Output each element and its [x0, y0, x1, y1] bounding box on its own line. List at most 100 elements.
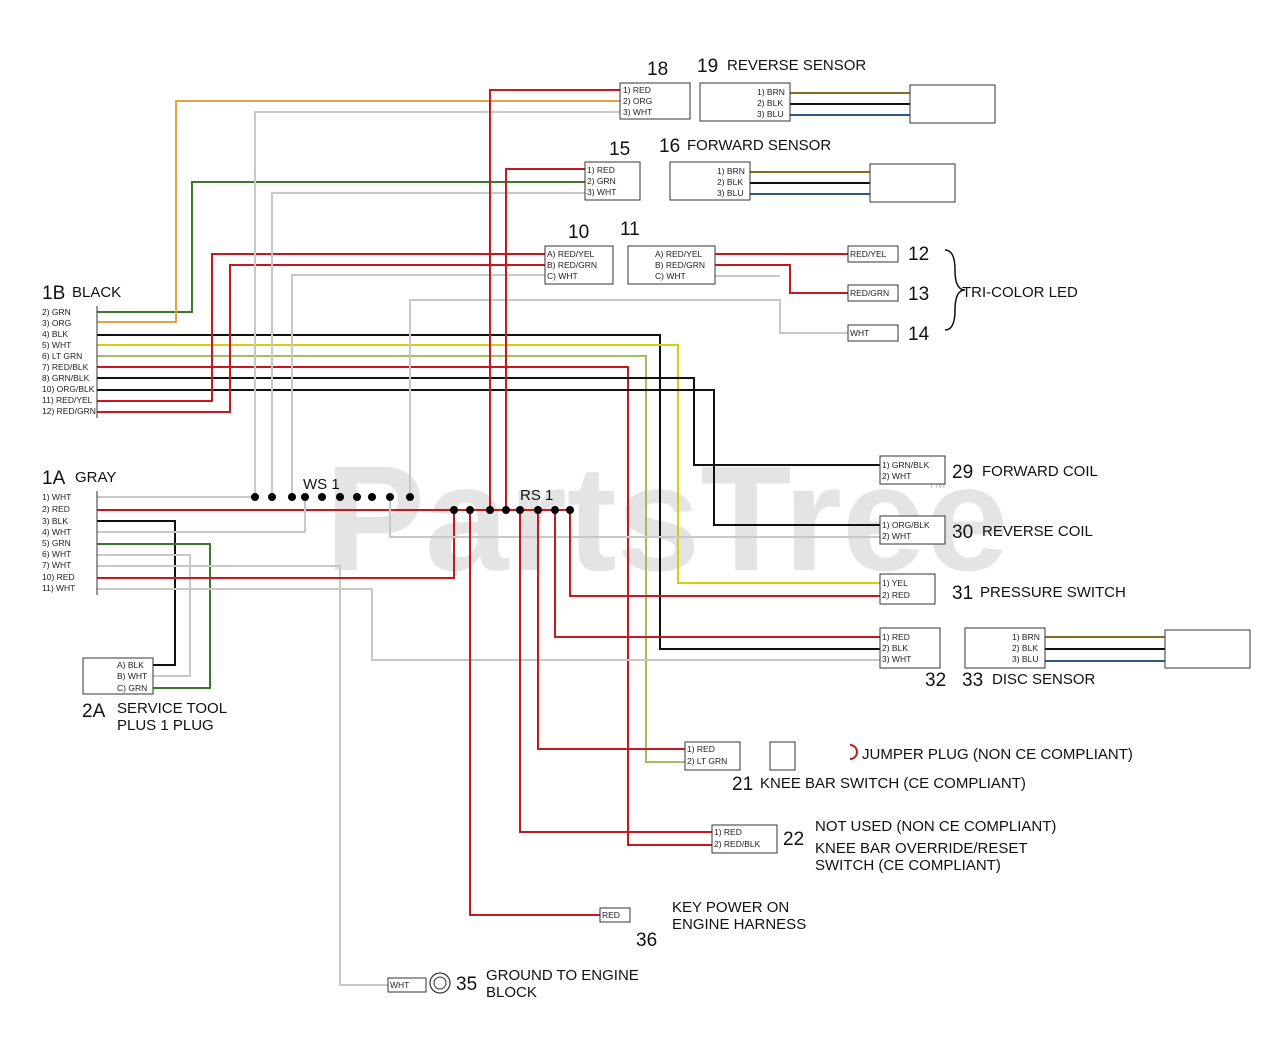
label-pressure-switch: PRESSURE SWITCH [980, 584, 1126, 601]
connector-19 [699, 82, 791, 122]
label-33: 33 [962, 670, 983, 691]
label-10: 10 [568, 222, 589, 243]
connector-35 [387, 977, 427, 993]
connector-14 [847, 324, 899, 342]
svg-text:12) RED/GRN: 12) RED/GRN [42, 406, 96, 416]
connector-16 [669, 161, 751, 201]
svg-text:3) WHT: 3) WHT [882, 654, 911, 664]
pins-30: 1) ORG/BLK 2) WHT [882, 520, 930, 541]
svg-text:C) WHT: C) WHT [655, 271, 686, 281]
svg-text:2) LT GRN: 2) LT GRN [687, 756, 727, 766]
svg-text:2) BLK: 2) BLK [882, 643, 908, 653]
label-19: 19 [697, 56, 718, 77]
ground-ring-inner-icon [433, 976, 447, 990]
connector-13 [847, 284, 899, 302]
svg-text:2) WHT: 2) WHT [882, 531, 911, 541]
label-forward-sensor: FORWARD SENSOR [687, 137, 831, 154]
connector-36 [599, 907, 631, 923]
label-knee-bar-switch: KNEE BAR SWITCH (CE COMPLIANT) [760, 775, 1026, 792]
label-30: 30 [952, 522, 973, 543]
pin-36: RED [602, 910, 620, 920]
pins-2a: A) BLK B) WHT C) GRN [117, 660, 147, 693]
label-gray: GRAY [75, 469, 116, 486]
label-key-power-1: KEY POWER ON [672, 899, 789, 916]
svg-text:A) RED/YEL: A) RED/YEL [547, 249, 595, 259]
svg-text:10) ORG/BLK: 10) ORG/BLK [42, 384, 95, 394]
svg-text:6) WHT: 6) WHT [42, 549, 71, 559]
connector-21 [684, 741, 741, 771]
svg-text:3) BLU: 3) BLU [717, 188, 743, 198]
connector-31 [879, 573, 936, 605]
splice-ws1 [251, 493, 414, 501]
label-ground-2: BLOCK [486, 984, 537, 1001]
label-service-tool-2: PLUS 1 PLUG [117, 717, 214, 734]
svg-text:2) GRN: 2) GRN [42, 307, 71, 317]
svg-text:5) WHT: 5) WHT [42, 340, 71, 350]
disc-sensor-body [1164, 629, 1251, 669]
pins-29: 1) GRN/BLK 2) WHT [882, 460, 930, 481]
connector-15 [584, 161, 641, 201]
pins-18: 1) RED 2) ORG 3) WHT [623, 85, 652, 117]
label-ws1: WS 1 [303, 476, 340, 493]
connector-2a [82, 657, 154, 695]
svg-text:3) BLU: 3) BLU [1012, 654, 1038, 664]
label-12: 12 [908, 244, 929, 265]
svg-text:6) LT GRN: 6) LT GRN [42, 351, 82, 361]
label-2a: 2A [82, 701, 106, 722]
svg-text:2) GRN: 2) GRN [587, 176, 616, 186]
label-21: 21 [732, 774, 753, 795]
label-32: 32 [925, 670, 946, 691]
pins-31: 1) YEL 2) RED [882, 578, 910, 600]
svg-text:A) BLK: A) BLK [117, 660, 144, 670]
connector-32 [879, 627, 941, 669]
svg-text:3) BLK: 3) BLK [42, 516, 68, 526]
wires [97, 89, 1165, 986]
svg-text:3) BLU: 3) BLU [757, 109, 783, 119]
svg-text:11) WHT: 11) WHT [42, 583, 75, 593]
svg-text:2) BLK: 2) BLK [1012, 643, 1038, 653]
svg-text:7) RED/BLK: 7) RED/BLK [42, 362, 89, 372]
connector-11 [627, 245, 716, 285]
connector-10 [544, 245, 614, 285]
pin-12: RED/YEL [850, 249, 887, 259]
svg-text:B) WHT: B) WHT [117, 671, 147, 681]
label-16: 16 [659, 136, 680, 157]
connector-33 [964, 627, 1046, 669]
svg-text:3) WHT: 3) WHT [587, 187, 616, 197]
pin-14: WHT [850, 328, 869, 338]
jumper-plug-icon [849, 744, 858, 760]
svg-text:2) BLK: 2) BLK [757, 98, 783, 108]
ground-ring-icon [429, 972, 451, 994]
label-35: 35 [456, 974, 477, 995]
svg-text:1) GRN/BLK: 1) GRN/BLK [882, 460, 930, 470]
label-not-used: NOT USED (NON CE COMPLIANT) [815, 818, 1056, 835]
label-1b: 1B [42, 283, 65, 304]
svg-text:2) RED: 2) RED [42, 504, 70, 514]
svg-text:1) ORG/BLK: 1) ORG/BLK [882, 520, 930, 530]
svg-text:2) RED: 2) RED [882, 590, 910, 600]
svg-text:2) RED/BLK: 2) RED/BLK [714, 839, 761, 849]
splice-rs1 [450, 506, 574, 514]
label-knee-override-2: SWITCH (CE COMPLIANT) [815, 857, 1001, 874]
pins-15: 1) RED 2) GRN 3) WHT [587, 165, 616, 197]
svg-text:1) RED: 1) RED [587, 165, 615, 175]
pins-1b: 2) GRN 3) ORG 4) BLK 5) WHT 6) LT GRN 7)… [42, 307, 96, 416]
label-knee-override-1: KNEE BAR OVERRIDE/RESET [815, 840, 1028, 857]
svg-text:11) RED/YEL: 11) RED/YEL [42, 395, 93, 405]
pins-22: 1) RED 2) RED/BLK [714, 827, 761, 849]
svg-text:4) WHT: 4) WHT [42, 527, 71, 537]
label-1a: 1A [42, 468, 66, 489]
svg-text:1) WHT: 1) WHT [42, 492, 71, 502]
led-brace [944, 249, 966, 331]
label-disc-sensor: DISC SENSOR [992, 671, 1096, 688]
svg-text:5) GRN: 5) GRN [42, 538, 71, 548]
svg-text:10) RED: 10) RED [42, 572, 75, 582]
svg-text:1) RED: 1) RED [714, 827, 742, 837]
label-18: 18 [647, 59, 668, 80]
svg-text:1) RED: 1) RED [623, 85, 651, 95]
label-14: 14 [908, 324, 930, 345]
label-11: 11 [620, 219, 640, 240]
svg-text:2) BLK: 2) BLK [717, 177, 743, 187]
connector-18 [619, 82, 691, 120]
